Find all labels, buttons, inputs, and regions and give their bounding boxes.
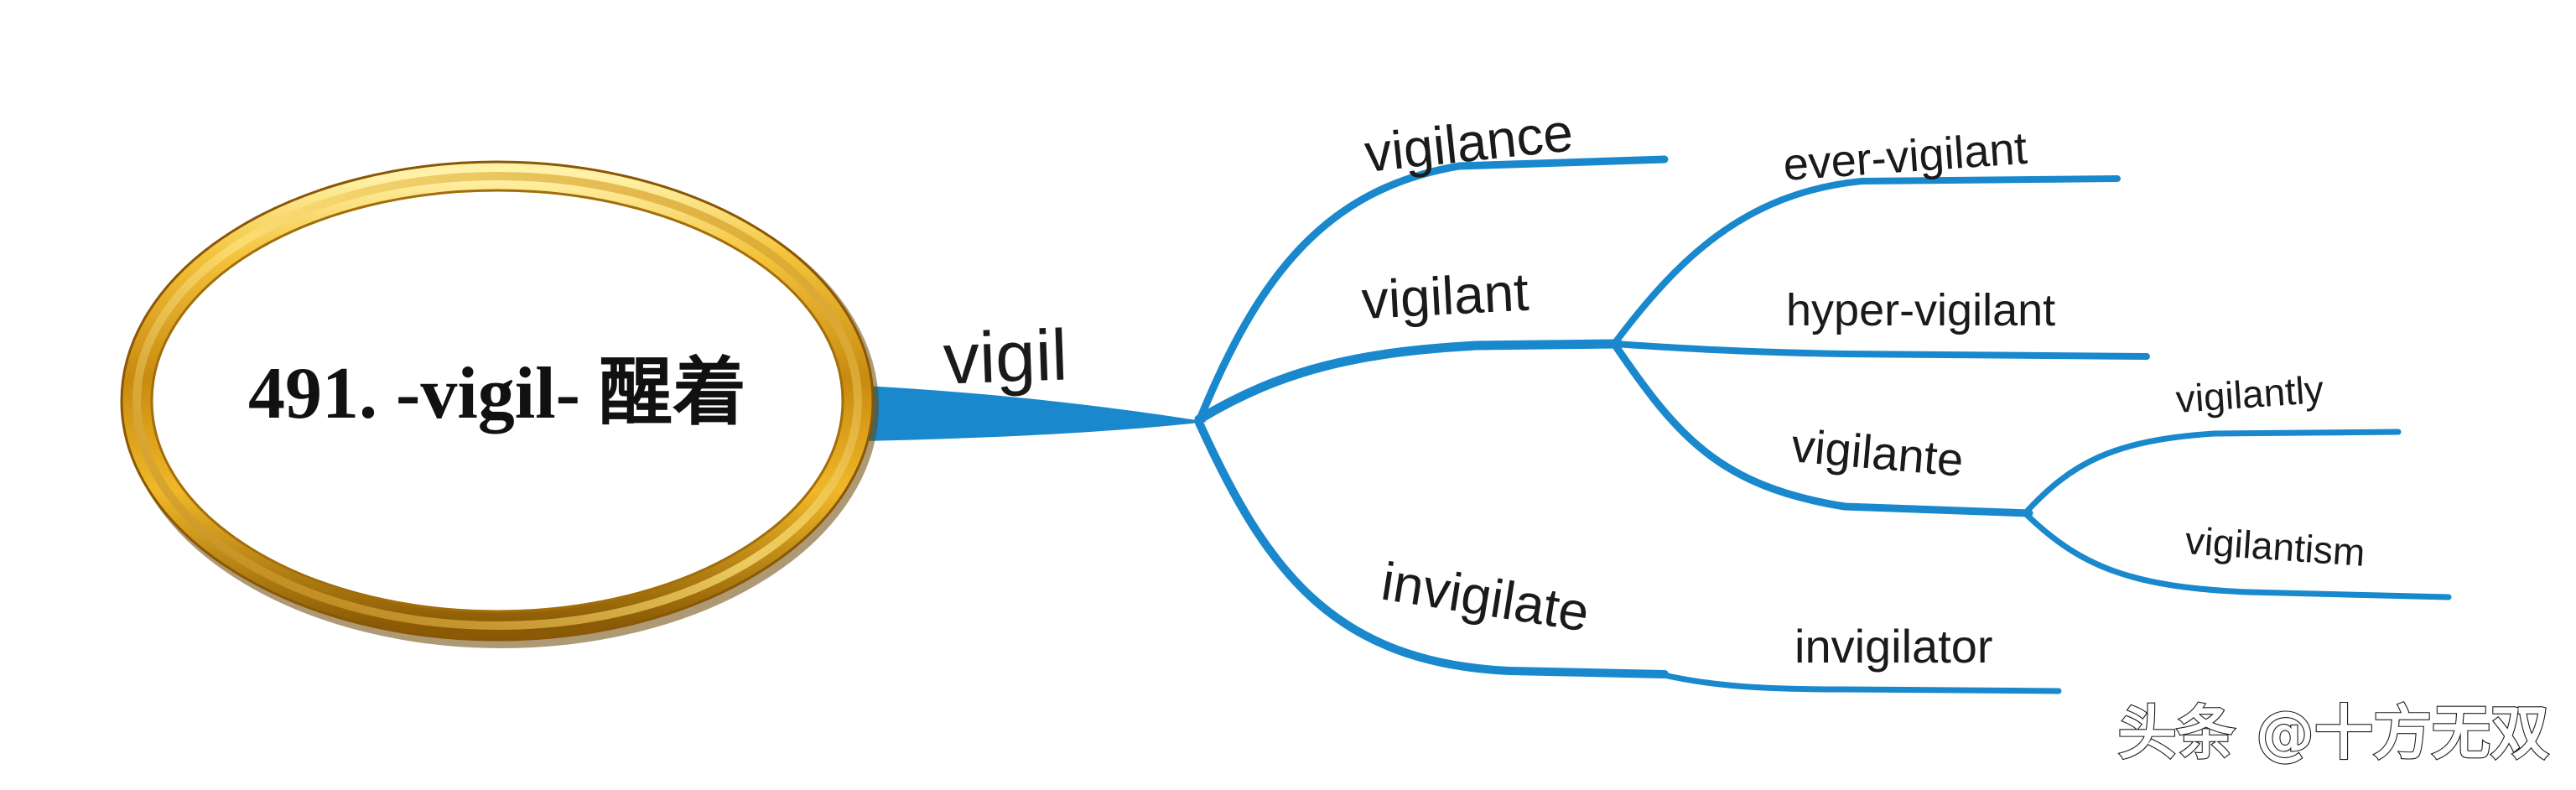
watermark-label: 头条 @十方无双 (2118, 699, 2549, 767)
branch-hyper-vigilant (1611, 340, 2150, 360)
branch-vigilantism (2022, 510, 2452, 600)
trunk-wedge (864, 386, 1208, 441)
root-ring-inner-edge (150, 189, 844, 613)
node-vigilant[interactable]: vigilant (1360, 262, 1530, 330)
node-invigilate[interactable]: invigilate (1378, 551, 1593, 643)
root-ring-highlight (132, 172, 862, 630)
branch-lines (864, 155, 2452, 694)
branch-invigilator (1657, 671, 2062, 694)
node-hyper-vigilant[interactable]: hyper-vigilant (1786, 285, 2055, 335)
node-labels: vigil vigilance vigilant ever-vigilant h… (942, 101, 2366, 673)
node-invigilator[interactable]: invigilator (1794, 620, 1993, 673)
root-node[interactable]: 491. -vigil- 醒着 (120, 160, 879, 648)
node-vigilante[interactable]: vigilante (1789, 418, 1966, 486)
node-vigilance[interactable]: vigilance (1362, 101, 1576, 184)
root-ring-outer-edge (120, 160, 875, 642)
branch-vigilantly (2022, 429, 2402, 517)
branch-ever-vigilant (1611, 175, 2121, 347)
node-vigilantly[interactable]: vigilantly (2174, 367, 2325, 421)
stem-label[interactable]: vigil (942, 314, 1068, 399)
branch-invigilate (1195, 418, 1669, 678)
node-vigilantism[interactable]: vigilantism (2184, 518, 2366, 574)
branch-vigilante (1610, 340, 2033, 517)
branch-vigilance (1195, 155, 1669, 425)
root-label: 491. -vigil- 醒着 (248, 353, 746, 434)
branch-vigilant (1194, 339, 1623, 424)
